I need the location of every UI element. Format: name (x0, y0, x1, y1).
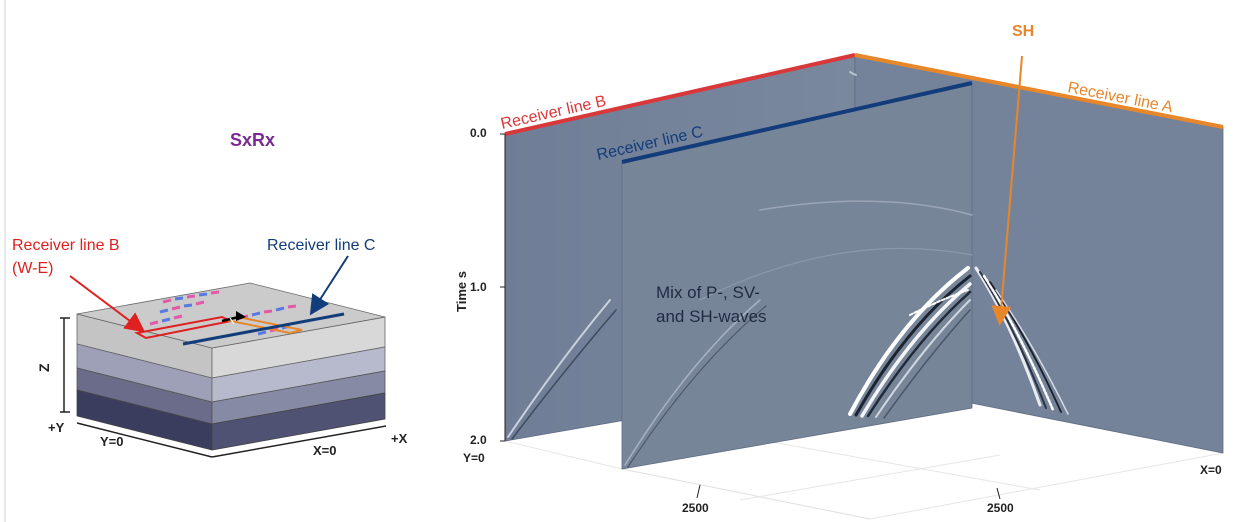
receiver-line-c-arrow-icon (309, 255, 349, 316)
receiver-line-c-edge (621, 81, 973, 164)
right-y0-label: Y=0 (463, 451, 485, 465)
seismic-3d-panel: Receiver line B Receiver line C Receiver… (454, 23, 1224, 520)
source-marker-icon (221, 311, 246, 325)
time-tick-2: 2.0 (470, 433, 487, 447)
left-axis-z: Z (36, 363, 52, 372)
left-axis-x0: X=0 (313, 443, 337, 458)
sh-label: SH (1012, 23, 1034, 40)
wave-mix-annotation-line2: and SH-waves (656, 307, 767, 326)
right-x0-label: X=0 (1200, 463, 1222, 477)
left-receiver-line-b-direction: (W-E) (12, 260, 53, 277)
left-receiver-line-c (182, 312, 345, 346)
sxrx-title: SxRx (230, 130, 275, 150)
left-receiver-line-b-label: Receiver line B (12, 237, 120, 254)
left-x-axis-line (211, 425, 387, 458)
tick-2500-left: 2500 (682, 501, 709, 515)
sh-arrow-icon (991, 55, 1023, 326)
time-axis: 0.0 1.0 2.0 Time s (454, 126, 506, 447)
left-receiver-line-c-label: Receiver line C (267, 237, 375, 254)
left-axis-plus-y: +Y (48, 420, 65, 435)
time-tick-1: 1.0 (470, 280, 487, 294)
wave-mix-annotation-line1: Mix of P-, SV- (656, 283, 760, 302)
tick-2500-right: 2500 (987, 501, 1014, 515)
time-axis-label: Time s (454, 271, 469, 312)
time-tick-0: 0.0 (470, 126, 487, 140)
left-axis-plus-x: +X (391, 431, 408, 446)
left-y-axis-line (76, 422, 213, 458)
panel-a-wavefronts (974, 266, 1069, 415)
layered-earth-block (76, 282, 386, 451)
receiver-line-a-edge (854, 53, 1224, 129)
left-model-panel: SxRx Receiver line B (W-E) Receiver line… (12, 130, 408, 458)
z-axis-bracket (60, 317, 70, 413)
receiver-line-b-arrow-icon (69, 275, 146, 333)
left-axis-y0: Y=0 (100, 434, 124, 449)
panel-c-wavefronts (624, 200, 973, 468)
receiver-line-b-edge (504, 53, 856, 136)
